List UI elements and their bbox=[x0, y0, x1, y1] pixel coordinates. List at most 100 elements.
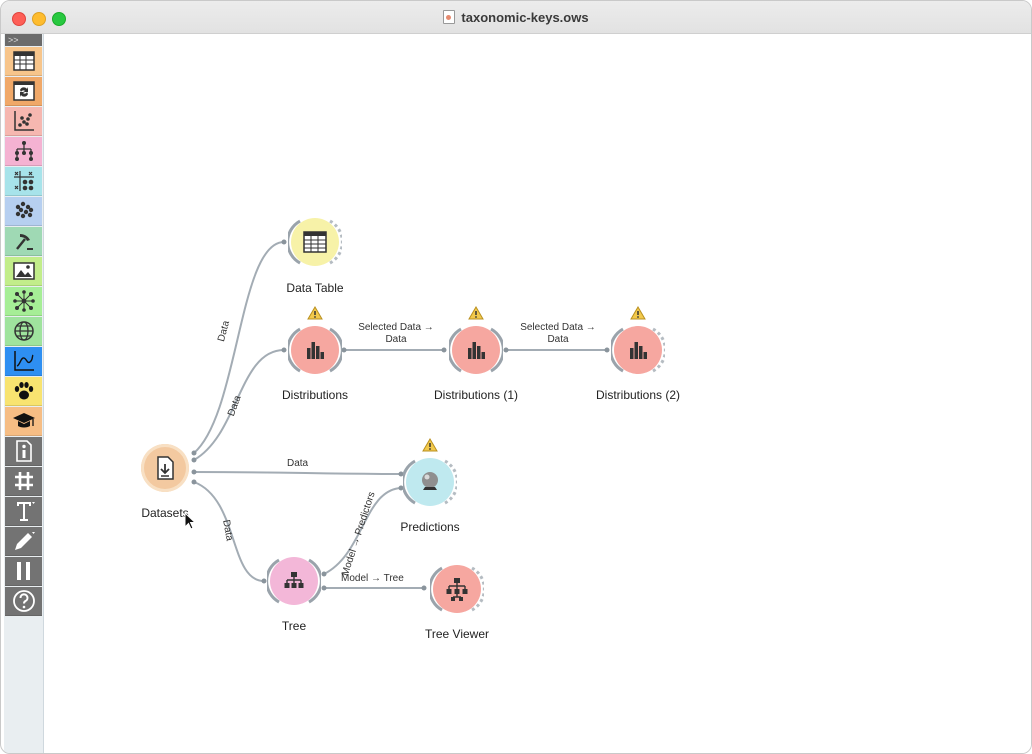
paw-icon bbox=[14, 382, 33, 400]
category-model-button[interactable] bbox=[5, 137, 42, 166]
link-label-tree-viewer: Model → Tree bbox=[341, 573, 404, 584]
node-distributions-2-disc bbox=[614, 326, 662, 374]
scatter-icon bbox=[13, 111, 34, 131]
port-tree-out-1[interactable] bbox=[321, 571, 327, 577]
node-predictions-disc bbox=[406, 458, 454, 506]
tree-viewer-icon bbox=[446, 578, 468, 601]
node-datasets[interactable] bbox=[138, 441, 192, 495]
document-icon bbox=[443, 10, 456, 24]
category-text-mining-button[interactable] bbox=[5, 227, 42, 256]
port-distributions-1-out[interactable] bbox=[503, 347, 509, 353]
mouse-cursor-icon bbox=[184, 512, 196, 530]
pickaxe-icon bbox=[15, 234, 33, 250]
node-distributions-2-ports bbox=[611, 327, 665, 373]
category-unsupervised-button[interactable] bbox=[5, 197, 42, 226]
port-distributions-out[interactable] bbox=[341, 347, 347, 353]
port-datasets-out-4[interactable] bbox=[191, 479, 197, 485]
node-data-table-disc bbox=[291, 218, 339, 266]
node-tree-viewer-ports bbox=[430, 566, 484, 612]
node-tree-label: Tree bbox=[281, 619, 307, 633]
link-datasets-tree[interactable] bbox=[193, 481, 265, 582]
category-timeseries-button[interactable] bbox=[5, 347, 42, 376]
link-layer bbox=[191, 239, 610, 591]
category-educational-button[interactable] bbox=[5, 407, 42, 436]
category-geo-button[interactable] bbox=[5, 317, 42, 346]
network-icon bbox=[12, 290, 35, 312]
node-datasets-disc bbox=[141, 444, 189, 492]
title-bar: taxonomic-keys.ows bbox=[1, 1, 1031, 34]
port-distributions-2-in[interactable] bbox=[604, 347, 610, 353]
tree-icon bbox=[284, 572, 304, 588]
timeseries-icon bbox=[13, 351, 34, 371]
window-title: taxonomic-keys.ows bbox=[1, 10, 1031, 25]
node-tree-ports bbox=[267, 558, 321, 604]
graduation-cap-icon bbox=[12, 413, 35, 428]
node-distributions-1-ports bbox=[449, 327, 503, 373]
pause-icon bbox=[16, 562, 30, 580]
link-datasets-predictions[interactable] bbox=[193, 471, 402, 475]
link-label-dist-to-dist1: Selected Data → Data bbox=[358, 322, 434, 345]
node-data-table[interactable] bbox=[288, 215, 342, 269]
port-data-table-in[interactable] bbox=[281, 239, 287, 245]
help-icon bbox=[12, 590, 35, 612]
port-distributions-1-in[interactable] bbox=[441, 347, 447, 353]
globe-icon bbox=[13, 321, 34, 341]
image-icon bbox=[12, 262, 35, 280]
transform-icon bbox=[12, 81, 35, 101]
info-button[interactable] bbox=[5, 437, 42, 466]
category-image-analytics-button[interactable] bbox=[5, 257, 42, 286]
node-data-table-ports bbox=[288, 219, 342, 265]
warning-icon-distributions-2[interactable] bbox=[630, 306, 646, 320]
port-datasets-out-2[interactable] bbox=[191, 457, 197, 463]
category-data-button[interactable] bbox=[5, 47, 42, 76]
add-text-annotation-button[interactable] bbox=[5, 497, 42, 526]
node-distributions[interactable] bbox=[288, 323, 342, 377]
category-evaluate-button[interactable] bbox=[5, 167, 42, 196]
bar-chart-icon bbox=[307, 342, 324, 359]
node-predictions-label: Predictions bbox=[400, 520, 460, 534]
node-tree-viewer-label: Tree Viewer bbox=[424, 627, 490, 641]
info-icon bbox=[15, 440, 32, 462]
help-button[interactable] bbox=[5, 587, 42, 616]
node-predictions[interactable] bbox=[403, 455, 457, 509]
workflow-canvas[interactable]: Data Data Data Data Selected Data → Data… bbox=[44, 34, 1031, 753]
add-arrow-annotation-button[interactable] bbox=[5, 527, 42, 556]
port-tree-viewer-in[interactable] bbox=[421, 585, 427, 591]
link-datasets-distributions[interactable] bbox=[193, 349, 285, 461]
pause-button[interactable] bbox=[5, 557, 42, 586]
node-distributions-ports bbox=[288, 327, 342, 373]
port-distributions-in[interactable] bbox=[281, 347, 287, 353]
node-distributions-label: Distributions bbox=[281, 388, 349, 402]
node-data-table-label: Data Table bbox=[286, 281, 344, 295]
port-datasets-out-1[interactable] bbox=[191, 450, 197, 456]
warning-icon-distributions[interactable] bbox=[307, 306, 323, 320]
port-tree-out-2[interactable] bbox=[321, 585, 327, 591]
matrix-icon bbox=[13, 171, 34, 191]
warning-icon-distributions-1[interactable] bbox=[468, 306, 484, 320]
grid-button[interactable] bbox=[5, 467, 42, 496]
node-datasets-label: Datasets bbox=[141, 506, 189, 520]
warning-icon-predictions[interactable] bbox=[422, 438, 438, 452]
node-distributions-2[interactable] bbox=[611, 323, 665, 377]
category-bioinformatics-button[interactable] bbox=[5, 377, 42, 406]
port-tree-in[interactable] bbox=[261, 578, 267, 584]
node-distributions-1[interactable] bbox=[449, 323, 503, 377]
category-visualize-button[interactable] bbox=[5, 107, 42, 136]
link-datasets-data-table[interactable] bbox=[193, 241, 285, 454]
node-tree[interactable] bbox=[267, 554, 321, 608]
category-transform-button[interactable] bbox=[5, 77, 42, 106]
table-icon bbox=[12, 51, 35, 71]
crystal-ball-icon bbox=[422, 472, 438, 490]
port-datasets-out-3[interactable] bbox=[191, 469, 197, 475]
zoom-window-button[interactable] bbox=[52, 12, 66, 26]
window-title-text: taxonomic-keys.ows bbox=[461, 10, 589, 25]
node-tree-viewer[interactable] bbox=[430, 562, 484, 616]
link-tree-predictions[interactable] bbox=[323, 487, 402, 575]
download-file-icon bbox=[157, 456, 174, 480]
close-window-button[interactable] bbox=[12, 12, 26, 26]
text-icon bbox=[14, 502, 35, 521]
category-network-button[interactable] bbox=[5, 287, 42, 316]
collapse-toolbar-button[interactable]: >> bbox=[5, 34, 42, 46]
minimize-window-button[interactable] bbox=[32, 12, 46, 26]
